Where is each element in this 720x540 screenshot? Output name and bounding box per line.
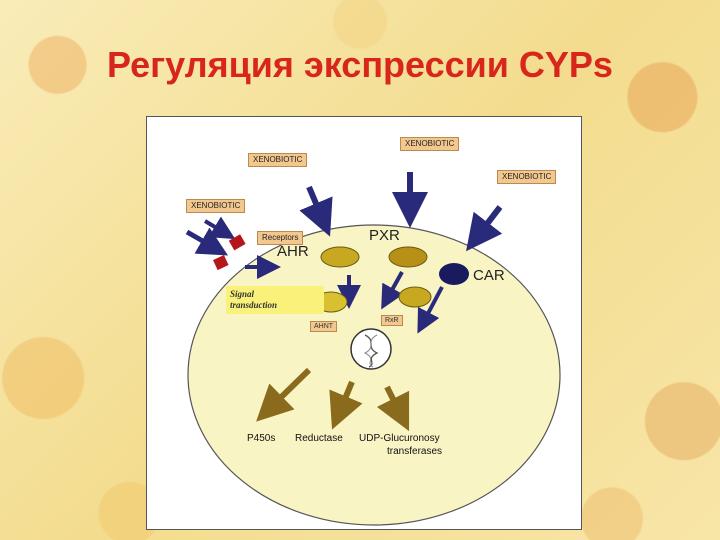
signal-transduction-box: Signal transduction bbox=[226, 286, 324, 314]
product-reductase: Reductase bbox=[295, 433, 343, 444]
pxr-label: PXR bbox=[369, 227, 400, 244]
xenobiotic-entry-arrow bbox=[203, 216, 236, 240]
xenobiotic-label: XENOBIOTIC bbox=[186, 199, 246, 213]
product-arrow-p450 bbox=[256, 367, 312, 422]
xenobiotic-entry-arrow bbox=[185, 227, 229, 256]
xenobiotic-label: XENOBIOTIC bbox=[248, 153, 308, 167]
signal-transduction-line: transduction bbox=[230, 300, 278, 310]
receptors-label: Receptors bbox=[257, 231, 304, 245]
signal-transduction-line: Signal bbox=[230, 289, 255, 299]
xenobiotic-entry-arrow bbox=[466, 205, 503, 252]
pxr-translocation-arrow bbox=[381, 271, 404, 310]
car-label: CAR bbox=[473, 267, 505, 284]
regulation-diagram: XENOBIOTIC XENOBIOTIC XENOBIOTIC XENOBIO… bbox=[146, 116, 582, 530]
pxr-ligand bbox=[388, 246, 428, 268]
ahr-label: AHR bbox=[277, 243, 309, 260]
membrane-receptor bbox=[213, 255, 229, 271]
xenobiotic-entry-arrow bbox=[299, 185, 333, 237]
car-translocation-arrow bbox=[417, 286, 444, 334]
product-arrow-udp bbox=[376, 385, 410, 432]
membrane-receptor bbox=[228, 234, 246, 251]
product-p450: P450s bbox=[247, 433, 276, 444]
ahr-ligand bbox=[320, 246, 360, 268]
nucleus bbox=[350, 328, 392, 370]
dna-helix bbox=[364, 334, 379, 368]
dna-helix-strand bbox=[363, 334, 378, 368]
rxr-ligand bbox=[398, 286, 432, 308]
product-udp-line1: UDP-Glucuronosy bbox=[359, 433, 440, 444]
product-arrow-reductase bbox=[329, 380, 363, 430]
ahnt-label: AHNT bbox=[310, 321, 338, 332]
xenobiotic-label: XENOBIOTIC bbox=[400, 137, 460, 151]
car-ligand bbox=[439, 263, 469, 285]
rxr-label: RxR bbox=[381, 315, 403, 326]
product-udp-line2: transferases bbox=[387, 446, 443, 457]
xenobiotic-label: XENOBIOTIC bbox=[497, 170, 557, 184]
slide-title: Регуляция экспрессии CYPs bbox=[107, 44, 613, 85]
